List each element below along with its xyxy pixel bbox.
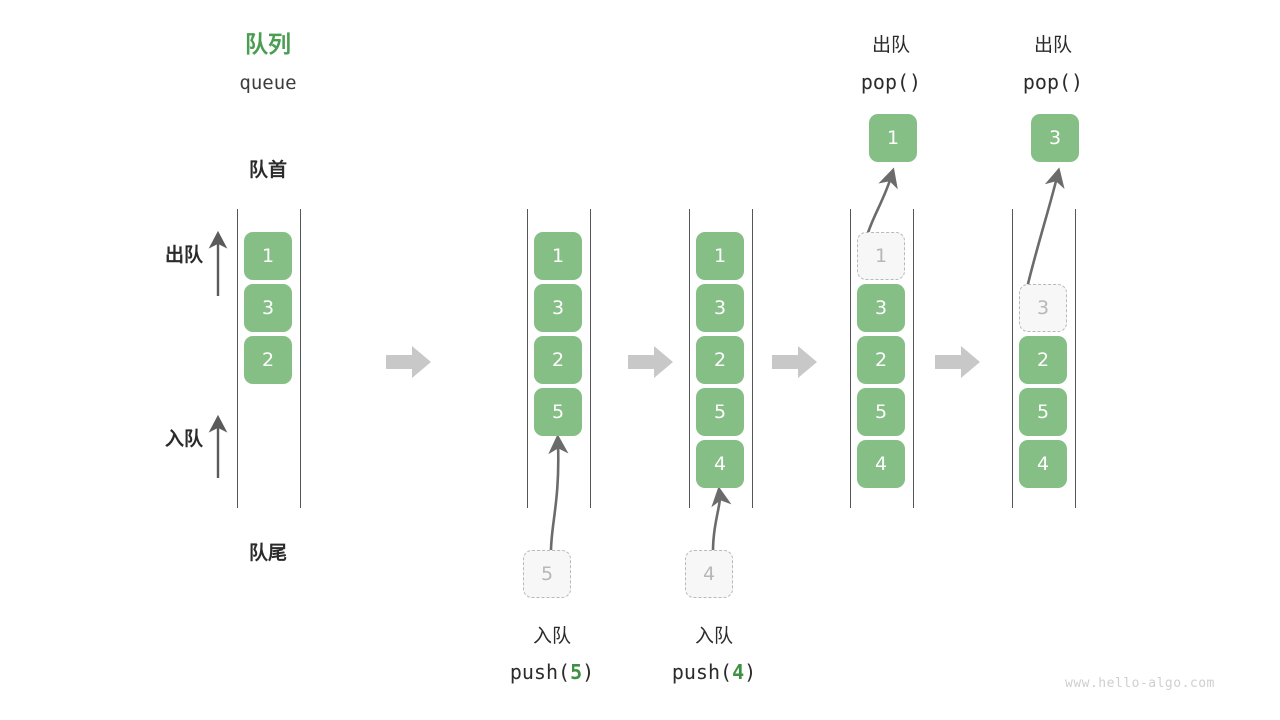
flow-arrow-icon [628,346,673,378]
pop-header-cn: 出队 [1033,34,1072,56]
push-caption-code: push(4) [671,660,757,684]
rear-label: 队尾 [248,542,287,564]
queue-rail-left [236,209,239,508]
flow-arrow-icon [772,346,817,378]
queue-rail-right [751,209,754,508]
push-caption-code: push(5) [509,660,595,684]
queue-cell: 3 [244,284,292,332]
queue-rail-right [912,209,915,508]
queue-cell: 5 [696,388,744,436]
queue-cell: 4 [857,440,905,488]
push-argument: 5 [570,660,583,684]
queue-cell: 3 [1019,284,1067,332]
push-4-arrow [711,486,732,552]
incoming-element: 5 [523,550,571,598]
dequeue-label: 出队 [164,244,203,266]
queue-rail-left [688,209,691,508]
queue-cell: 1 [696,232,744,280]
queue-cell: 3 [534,284,582,332]
outgoing-element: 3 [1031,114,1079,162]
enqueue-label: 入队 [164,428,203,450]
watermark: www.hello-algo.com [1065,676,1215,691]
front-label: 队首 [248,159,287,181]
queue-title-en: queue [239,72,297,94]
queue-rail-right [589,209,592,508]
queue-cell: 5 [534,388,582,436]
queue-cell: 2 [1019,336,1067,384]
queue-rail-left [1011,209,1014,508]
push-caption-cn: 入队 [532,625,571,647]
queue-rail-right [1074,209,1077,508]
queue-cell: 5 [857,388,905,436]
push-argument: 4 [732,660,745,684]
queue-rail-left [849,209,852,508]
queue-rail-right [299,209,302,508]
queue-cell: 1 [244,232,292,280]
queue-cell: 1 [534,232,582,280]
queue-cell: 2 [534,336,582,384]
outgoing-element: 1 [869,114,917,162]
pop-1-arrow [865,167,898,237]
queue-cell: 2 [244,336,292,384]
queue-cell: 2 [857,336,905,384]
queue-cell: 1 [857,232,905,280]
queue-cell: 4 [696,440,744,488]
pop-header-code: pop() [1022,70,1084,94]
queue-title-cn: 队列 [245,32,291,58]
pop-header-code: pop() [860,70,922,94]
queue-cell: 3 [857,284,905,332]
push-5-arrow [548,434,569,552]
queue-cell: 4 [1019,440,1067,488]
queue-cell: 5 [1019,388,1067,436]
flow-arrow-icon [386,346,431,378]
pop-3-arrow [1025,167,1065,289]
queue-cell: 2 [696,336,744,384]
queue-cell: 3 [696,284,744,332]
queue-rail-left [526,209,529,508]
flow-arrow-icon [935,346,980,378]
push-caption-cn: 入队 [694,625,733,647]
incoming-element: 4 [685,550,733,598]
pop-header-cn: 出队 [871,34,910,56]
